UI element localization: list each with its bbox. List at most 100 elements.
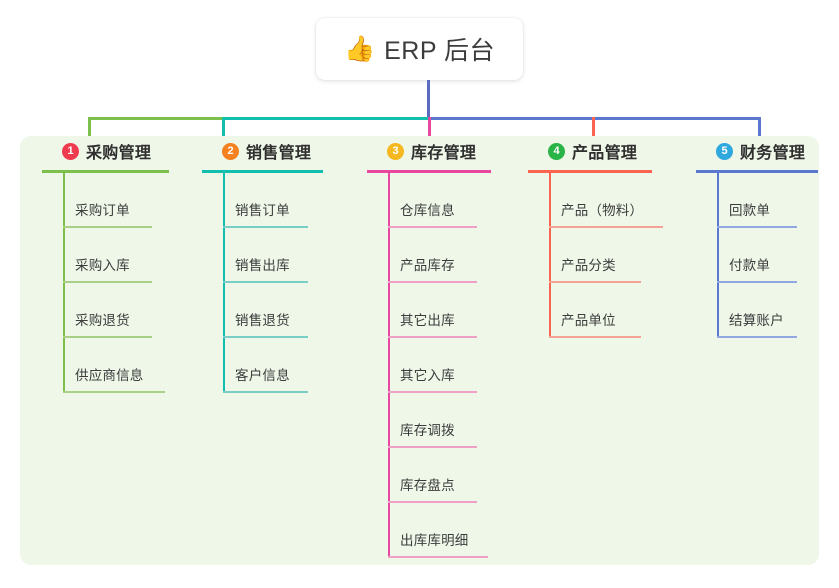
branch-child-label: 销售出库 (235, 258, 290, 273)
branch-header-销售管理[interactable]: 2 销售管理 (202, 136, 323, 166)
branch-child-label: 库存盘点 (400, 478, 455, 493)
branch-child-rule (388, 391, 477, 393)
branch-child-item[interactable]: 销售出库 (202, 228, 323, 283)
branch-child-item[interactable]: 付款单 (696, 228, 818, 283)
branch-title: 销售管理 (246, 145, 312, 162)
branch-child-label: 销售订单 (235, 203, 290, 218)
branch-child-rule (223, 391, 308, 393)
branch-children: 销售订单销售出库销售退货客户信息 (202, 173, 323, 393)
drop-stub-采购管理 (88, 117, 91, 142)
branch-header-rule (202, 170, 323, 173)
branch-column-销售管理: 2 销售管理销售订单销售出库销售退货客户信息 (202, 136, 323, 393)
branch-child-item[interactable]: 销售退货 (202, 283, 323, 338)
branch-child-rule (549, 336, 641, 338)
branch-child-label: 付款单 (729, 258, 771, 273)
branch-children: 回款单付款单结算账户 (696, 173, 818, 338)
branch-child-label: 客户信息 (235, 368, 290, 383)
branch-child-label: 产品（物料） (561, 203, 644, 218)
branch-column-产品管理: 4 产品管理产品（物料） 产品分类产品单位 (528, 136, 663, 338)
drop-stub-产品管理 (592, 117, 595, 142)
branch-child-rule (63, 391, 165, 393)
branch-header-rule (528, 170, 652, 173)
branch-title: 产品管理 (572, 145, 638, 162)
branch-header-rule (367, 170, 491, 173)
branch-child-label: 回款单 (729, 203, 771, 218)
branch-number-badge: 2 (222, 142, 239, 160)
branch-child-label: 产品库存 (400, 258, 455, 273)
branch-child-rule (223, 281, 308, 283)
branch-spine (63, 173, 65, 393)
branch-child-item[interactable]: 采购入库 (42, 228, 169, 283)
root-connector-stem (427, 80, 430, 118)
connector-segment-4 (592, 117, 760, 120)
branch-child-item[interactable]: 库存调拨 (367, 393, 491, 448)
branch-child-label: 库存调拨 (400, 423, 455, 438)
branch-child-label: 供应商信息 (75, 368, 144, 383)
root-node-title: ERP 后台 (384, 37, 496, 65)
branch-spine (388, 173, 390, 558)
branch-child-item[interactable]: 采购退货 (42, 283, 169, 338)
branch-spine (223, 173, 225, 393)
branch-child-item[interactable]: 仓库信息 (367, 173, 491, 228)
drop-stub-财务管理 (758, 117, 761, 142)
branch-child-item[interactable]: 采购订单 (42, 173, 169, 228)
branch-header-产品管理[interactable]: 4 产品管理 (528, 136, 652, 166)
branch-child-label: 产品分类 (561, 258, 616, 273)
root-node-card[interactable]: 👍 ERP 后台 (316, 18, 523, 80)
branch-column-库存管理: 3 库存管理仓库信息产品库存其它出库其它入库库存调拨库存盘点出库库明细 (367, 136, 491, 558)
drop-stub-库存管理 (428, 117, 431, 142)
branch-child-label: 采购入库 (75, 258, 130, 273)
branch-header-财务管理[interactable]: 5 财务管理 (696, 136, 818, 166)
branch-number-badge: 5 (716, 142, 733, 160)
branch-child-rule (549, 281, 641, 283)
branch-child-rule (223, 226, 308, 228)
connector-segment-3 (428, 117, 592, 120)
branch-child-label: 出库库明细 (400, 533, 469, 548)
branch-child-rule (717, 336, 797, 338)
branch-title: 财务管理 (740, 145, 806, 162)
branch-child-item[interactable]: 结算账户 (696, 283, 818, 338)
branch-child-rule (388, 501, 477, 503)
branch-child-label: 产品单位 (561, 313, 616, 328)
branch-column-财务管理: 5 财务管理回款单付款单结算账户 (696, 136, 818, 338)
branch-child-label: 采购退货 (75, 313, 130, 328)
branch-child-rule (549, 226, 663, 228)
branch-children: 产品（物料） 产品分类产品单位 (528, 173, 663, 338)
branch-child-item[interactable]: 产品单位 (528, 283, 652, 338)
branch-child-rule (388, 281, 477, 283)
branch-child-rule (388, 446, 477, 448)
branch-children: 仓库信息产品库存其它出库其它入库库存调拨库存盘点出库库明细 (367, 173, 491, 558)
branch-child-rule (388, 226, 477, 228)
branch-number-badge: 3 (387, 142, 404, 160)
branch-child-rule (63, 226, 152, 228)
branch-child-label: 其它入库 (400, 368, 455, 383)
branch-title: 库存管理 (411, 145, 477, 162)
branch-child-item[interactable]: 回款单 (696, 173, 818, 228)
connector-segment-1 (88, 117, 222, 120)
branch-child-rule (63, 336, 152, 338)
branch-child-label: 销售退货 (235, 313, 290, 328)
branch-title: 采购管理 (86, 145, 152, 162)
branch-child-item[interactable]: 产品分类 (528, 228, 652, 283)
branch-child-item[interactable]: 产品库存 (367, 228, 491, 283)
branch-number-badge: 4 (548, 142, 565, 160)
branch-child-item[interactable]: 产品（物料） (528, 173, 663, 228)
branch-child-item[interactable]: 客户信息 (202, 338, 323, 393)
branch-header-rule (696, 170, 818, 173)
thumbs-up-icon: 👍 (343, 34, 376, 63)
branch-header-rule (42, 170, 169, 173)
branch-header-库存管理[interactable]: 3 库存管理 (367, 136, 491, 166)
branch-child-item[interactable]: 其它入库 (367, 338, 491, 393)
branch-child-rule (388, 336, 477, 338)
branch-child-label: 仓库信息 (400, 203, 455, 218)
branch-child-item[interactable]: 供应商信息 (42, 338, 169, 393)
branch-child-item[interactable]: 出库库明细 (367, 503, 491, 558)
branch-child-rule (717, 226, 797, 228)
branch-children: 采购订单采购入库采购退货供应商信息 (42, 173, 169, 393)
branch-child-rule (717, 281, 797, 283)
branch-child-item[interactable]: 其它出库 (367, 283, 491, 338)
branch-child-item[interactable]: 销售订单 (202, 173, 323, 228)
branch-child-item[interactable]: 库存盘点 (367, 448, 491, 503)
